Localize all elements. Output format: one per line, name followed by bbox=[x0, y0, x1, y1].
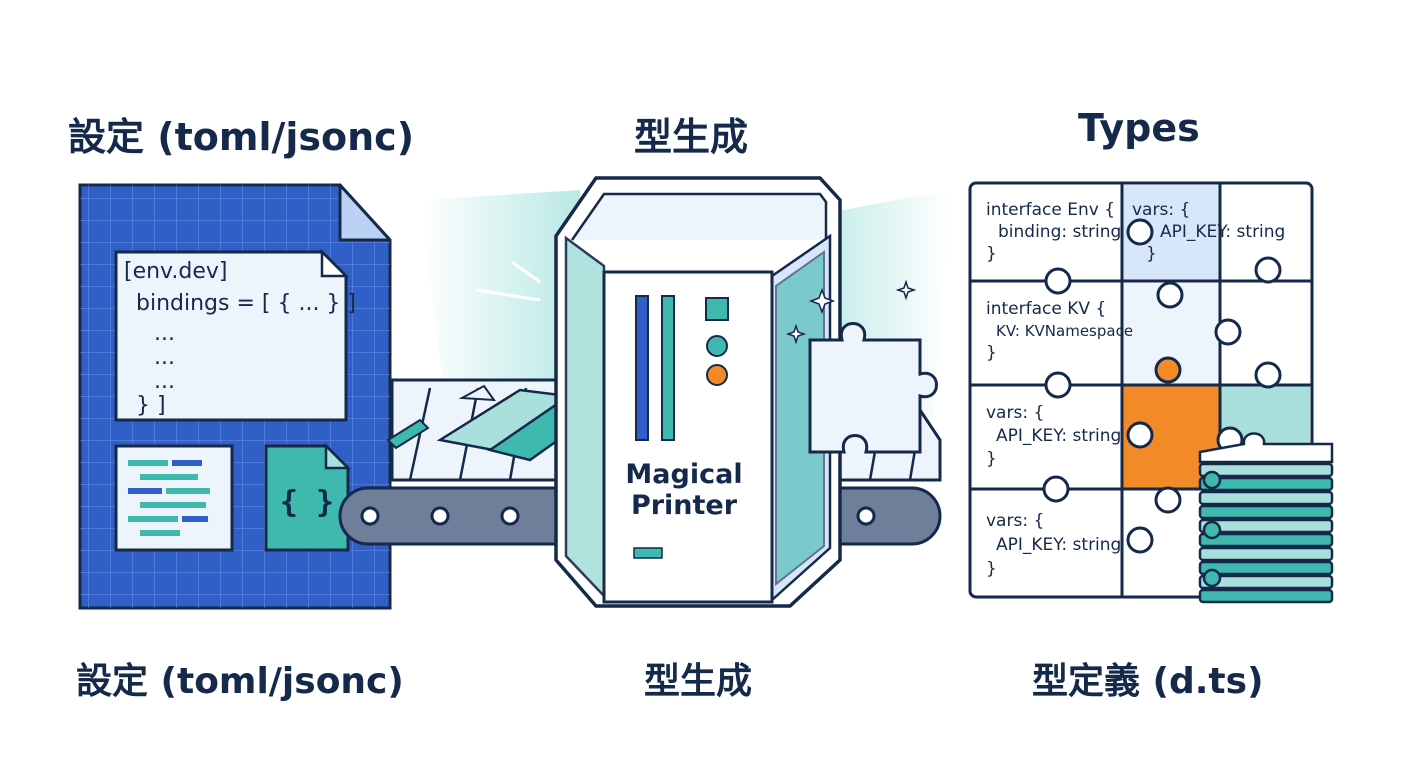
type-cell-4-line-2: API_KEY: string bbox=[996, 426, 1121, 446]
puzzle-stack-icon bbox=[1198, 432, 1334, 604]
printer-label-line-1: Magical bbox=[625, 459, 742, 490]
config-line-3: ... bbox=[154, 321, 175, 346]
heading-types: Types bbox=[1078, 106, 1200, 150]
printer-label-line-2: Printer bbox=[631, 490, 738, 521]
config-line-4: ... bbox=[154, 345, 175, 370]
config-line-6: } ] bbox=[136, 393, 166, 418]
type-cell-4-line-1: vars: { bbox=[986, 403, 1044, 423]
heading-typegen: 型生成 bbox=[634, 115, 749, 159]
type-cell-4-line-3: } bbox=[986, 449, 997, 469]
caption-typegen: 型生成 bbox=[644, 661, 753, 702]
caption-config: 設定 (toml/jsonc) bbox=[76, 661, 404, 702]
type-cell-1-line-2: binding: string bbox=[998, 222, 1121, 242]
json-braces: { } bbox=[280, 485, 334, 520]
type-cell-2-line-1: vars: { bbox=[1132, 200, 1190, 220]
json-file-icon: { } bbox=[264, 442, 352, 552]
code-lines-icon bbox=[114, 444, 234, 552]
puzzle-piece-icon bbox=[808, 322, 938, 454]
heading-config: 設定 (toml/jsonc) bbox=[68, 115, 415, 159]
config-code-panel bbox=[114, 248, 350, 422]
config-line-2: bindings = [ { ... } ] bbox=[136, 291, 356, 316]
type-cell-1-line-3: } bbox=[986, 244, 997, 264]
caption-typedef: 型定義 (d.ts) bbox=[1032, 661, 1264, 702]
type-cell-5-line-2: API_KEY: string bbox=[996, 535, 1121, 555]
type-cell-5-line-1: vars: { bbox=[986, 511, 1044, 531]
sparkle-icon bbox=[785, 279, 917, 345]
magical-printer: Magical Printer bbox=[554, 176, 842, 608]
config-line-5: ... bbox=[154, 369, 175, 394]
light-beam-left bbox=[420, 190, 580, 440]
type-cell-5-line-3: } bbox=[986, 559, 997, 579]
type-cell-3-line-2: KV: KVNamespace bbox=[996, 322, 1133, 340]
type-cell-3-line-1: interface KV { bbox=[986, 299, 1106, 319]
type-cell-2-line-2: API_KEY: string bbox=[1160, 222, 1285, 242]
type-cell-3-line-3: } bbox=[986, 343, 997, 363]
type-cell-1-line-1: interface Env { bbox=[986, 200, 1115, 220]
type-cell-2-line-3: } bbox=[1146, 244, 1157, 264]
config-line-1: [env.dev] bbox=[124, 259, 227, 284]
